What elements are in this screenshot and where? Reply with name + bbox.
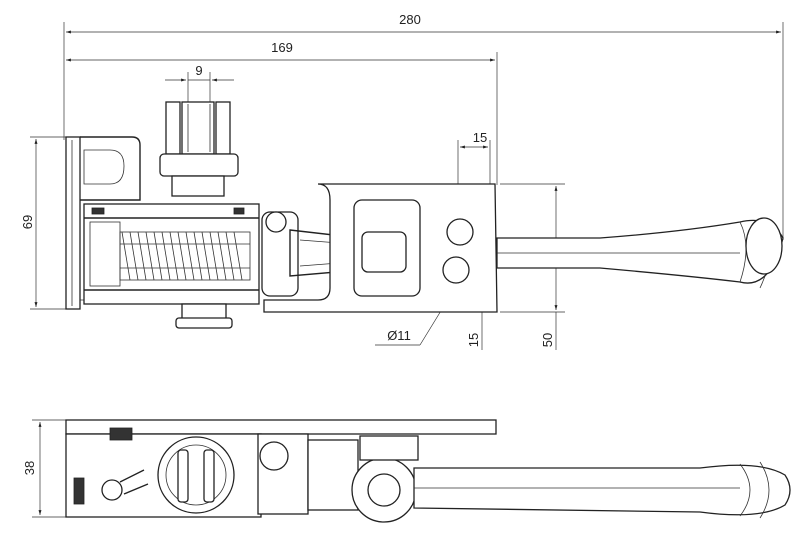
top-handle (413, 464, 791, 516)
dim-label-38: 38 (22, 461, 37, 475)
spring (119, 231, 251, 281)
stud-nut (159, 153, 239, 177)
base-tab (80, 136, 141, 201)
handle-knob (745, 217, 783, 275)
top-view (65, 419, 791, 523)
stud-right (215, 101, 231, 155)
stud-center (181, 101, 215, 155)
dimension-280: 280 (63, 12, 784, 240)
dimension-169: 169 (66, 40, 498, 185)
housing (83, 203, 260, 305)
dim-label-169: 169 (271, 40, 293, 55)
front-view (65, 101, 784, 329)
dim-label-15-bottom: 15 (466, 333, 481, 347)
stud-collar (171, 175, 225, 197)
handle (496, 219, 784, 284)
top-knob (157, 436, 235, 514)
stud-left (165, 101, 181, 155)
dim-label-diameter-11: Ø11 (387, 328, 411, 343)
dim-label-15-top: 15 (473, 130, 487, 145)
dimension-38: 38 (22, 419, 80, 518)
dim-label-280: 280 (399, 12, 421, 27)
pivot-block (261, 211, 299, 297)
dim-label-50: 50 (540, 333, 555, 347)
base-plate (65, 136, 81, 310)
dim-label-9: 9 (195, 63, 202, 78)
tab-slot (83, 149, 125, 185)
mount-hole-upper (446, 218, 474, 246)
mount-hole-lower (442, 256, 470, 284)
screw-head (101, 479, 123, 501)
dim-label-69: 69 (20, 215, 35, 229)
